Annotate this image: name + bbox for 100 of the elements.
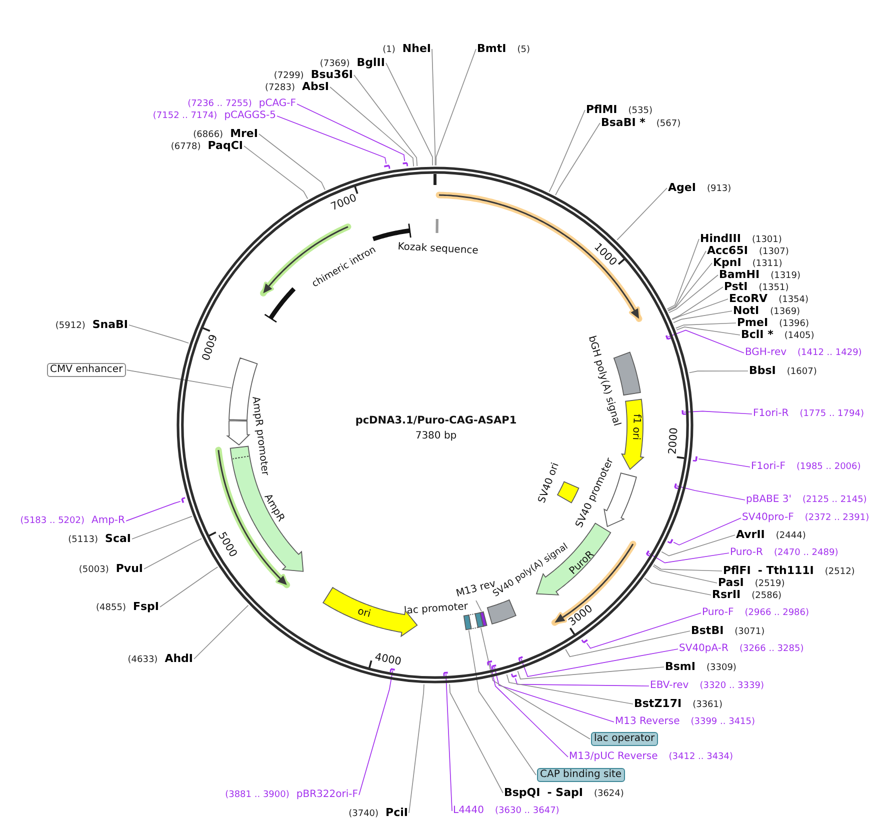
enzyme-name: - Tth111I [758,565,814,577]
cut-site-position: (2519) [754,578,785,590]
cut-site-position: (2444) [776,530,806,542]
enzyme-name: BbsI [749,365,776,377]
cut-site-position: (5003) [78,564,109,576]
leader-line [668,274,718,313]
primer-range: (1775 .. 1794) [800,408,864,420]
leader-line [668,330,744,354]
enzyme-name: PmeI [737,317,768,329]
leader-line [698,458,750,468]
cut-site-position: (1319) [770,270,801,282]
leader-line [128,324,190,344]
primer-range: (3412 .. 3434) [668,751,734,763]
enzyme-name: PasI [718,577,744,589]
scale-number: 7000 [329,192,358,214]
leader-line [514,678,650,686]
cut-site-position: (913) [706,183,732,195]
leader-line [506,674,634,704]
enzyme-name: PvuI [116,563,143,575]
leader-line [517,666,664,680]
leader-line [194,604,249,660]
leader-line [354,74,418,166]
leader-line [432,48,436,166]
enzyme-name: AhdI [164,653,193,665]
cut-site-position: (7369) [320,58,350,70]
primer-name: pBABE 3' [746,494,792,506]
primer-range: (5183 .. 5202) [20,515,84,527]
cut-site-position: (5) [517,44,530,56]
leader-line [358,670,394,796]
cut-site-position: (5912) [55,320,86,332]
leader-line [644,578,712,596]
enzyme-name: ScaI [105,533,131,545]
leader-line [386,62,433,166]
leader-line [476,600,482,612]
feature-label: f1 ori [630,414,642,440]
primer-range: (2966 .. 2986) [744,607,810,619]
primer-range: (2125 .. 2145) [802,494,867,506]
primer-range: (2470 .. 2489) [774,547,838,559]
primer-name: M13/pUC Reverse [569,751,658,763]
leader-line [676,326,740,336]
leader-line [675,322,736,329]
primer-name: Puro-R [730,547,763,559]
plasmid-length: 7380 bp [415,430,457,442]
leader-line [565,630,690,658]
leader-line [555,122,600,196]
enzyme-name: AvrII [736,529,765,541]
leader-line [446,674,452,812]
leader-line [672,286,724,320]
primer-name: Puro-F [702,607,734,619]
leader-line [673,518,742,546]
leader-line [661,534,736,556]
enzyme-name: PstI [724,281,748,293]
feature-label: AmpR promoter [250,396,270,476]
enzyme-name: PciI [386,807,408,819]
primer-name: pCAGGS-5 [224,110,276,122]
enzyme-name: BsmI [665,661,696,673]
primer-range: (3399 .. 3415) [690,716,756,728]
plasmid-name: pcDNA3.1/Puro-CAG-ASAP1 [355,416,517,426]
leader-line [673,310,732,324]
primer-name: SV40pA-R [679,643,728,655]
leader-line [468,630,536,776]
enzyme-name: BsaBI * [601,117,646,129]
cut-site-position: (1) [382,44,396,56]
cut-site-position: (5113) [68,534,98,546]
leader-line [648,552,730,564]
leader-line [684,410,752,414]
cut-site-position: (7299) [274,70,304,82]
leader-line [667,250,706,311]
enzyme-name: BmtI [477,43,506,55]
leader-line [688,370,748,374]
primer-name: Amp-R [92,515,125,527]
leader-line [408,684,424,814]
enzyme-name: BglII [356,57,385,69]
leader-line [652,566,718,584]
enzyme-name: BstBI [691,625,724,637]
cut-site-position: (6866) [193,129,224,140]
leader-line [160,566,218,608]
feature-label: SV40 ori [536,461,562,505]
leader-line [244,146,308,200]
leader-line [616,188,668,240]
leader-line [296,104,406,162]
cut-site-position: (7283) [265,82,295,94]
enzyme-name: BspQI [504,787,540,799]
cut-site-position: (4855) [96,602,126,614]
cut-site-position: (1307) [758,246,789,258]
leader-line [490,662,568,758]
enzyme-name: PflMI [586,104,618,116]
enzyme-name: KpnI [713,257,742,269]
enzyme-name: MreI [230,128,258,140]
primer-range: (3320 .. 3339) [700,680,764,692]
enzyme-name: NheI [402,43,431,55]
cut-site-position: (1354) [778,294,809,306]
leader-line [548,110,586,192]
cut-site-position: (2586) [752,590,782,602]
primer-name: pBR322ori-F [296,789,358,801]
enzyme-name: EcoRV [729,293,768,305]
leader-line [276,116,387,164]
cut-site-position: (1369) [770,306,800,318]
enzyme-name: HindIII [700,233,741,245]
scale-number: 6000 [198,332,218,362]
